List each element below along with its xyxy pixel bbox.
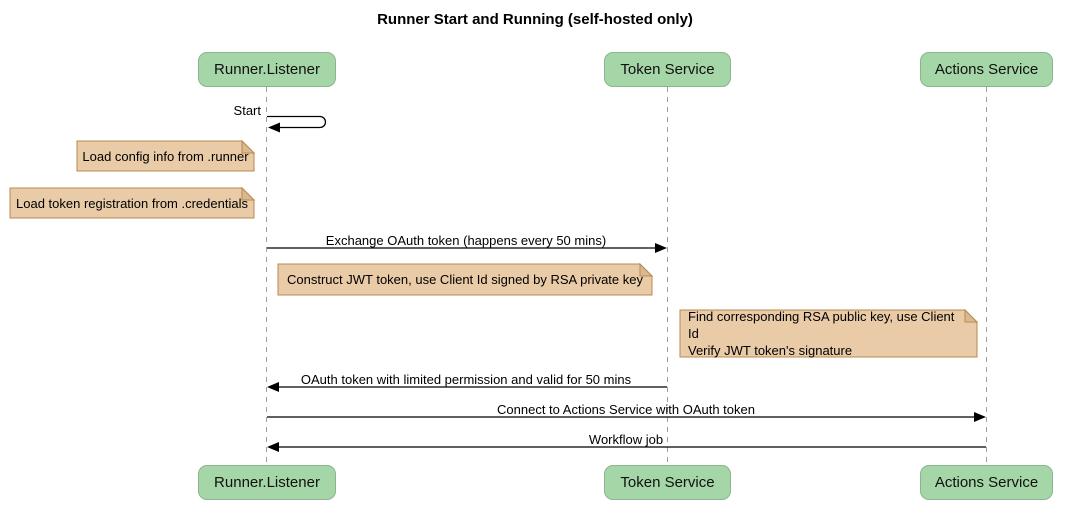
participant-token-service-top: Token Service xyxy=(604,52,731,87)
lifelines xyxy=(266,87,987,465)
participant-label: Runner.Listener xyxy=(214,61,320,78)
note-shape-verify-jwt xyxy=(679,308,979,358)
note-load-config: Load config info from .runner xyxy=(82,148,249,164)
participant-runner-listener-bottom: Runner.Listener xyxy=(198,465,336,500)
arrow-oauth-return xyxy=(267,382,667,392)
message-arrows xyxy=(267,115,986,452)
arrow-connect-actions xyxy=(267,412,986,422)
note-construct-jwt: Construct JWT token, use Client Id signe… xyxy=(287,272,643,287)
note-verify-jwt-line2: Verify JWT token's signature xyxy=(688,343,853,358)
participant-actions-service-top: Actions Service xyxy=(920,52,1053,87)
note-verify-jwt-line1: Find corresponding RSA public key, use C… xyxy=(688,309,955,341)
note-shape-load-credentials xyxy=(9,186,256,219)
participant-label: Token Service xyxy=(620,61,715,78)
note-shape-construct-jwt xyxy=(277,262,654,296)
participant-label: Runner.Listener xyxy=(214,474,320,491)
arrow-workflow-job xyxy=(267,442,986,452)
note-verify-jwt: Find corresponding RSA public key, use C… xyxy=(680,309,977,358)
participant-label: Token Service xyxy=(620,474,715,491)
participant-label: Actions Service xyxy=(934,61,1039,78)
message-label-workflow-job: Workflow job xyxy=(588,432,664,447)
participant-runner-listener-top: Runner.Listener xyxy=(198,52,336,87)
participant-token-service-bottom: Token Service xyxy=(604,465,731,500)
arrow-self-start xyxy=(267,115,327,133)
arrow-exchange-oauth xyxy=(267,243,667,253)
message-label-start: Start xyxy=(233,103,261,118)
diagram-title: Runner Start and Running (self-hosted on… xyxy=(377,11,693,28)
note-shape-load-config xyxy=(76,139,256,172)
participant-label: Actions Service xyxy=(934,474,1039,491)
message-label-oauth-return: OAuth token with limited permission and … xyxy=(300,372,632,387)
note-shapes xyxy=(9,139,979,358)
message-label-connect-actions: Connect to Actions Service with OAuth to… xyxy=(497,402,755,417)
note-load-credentials: Load token registration from .credential… xyxy=(16,195,248,211)
participant-actions-service-bottom: Actions Service xyxy=(920,465,1053,500)
message-label-exchange-oauth: Exchange OAuth token (happens every 50 m… xyxy=(325,233,607,248)
